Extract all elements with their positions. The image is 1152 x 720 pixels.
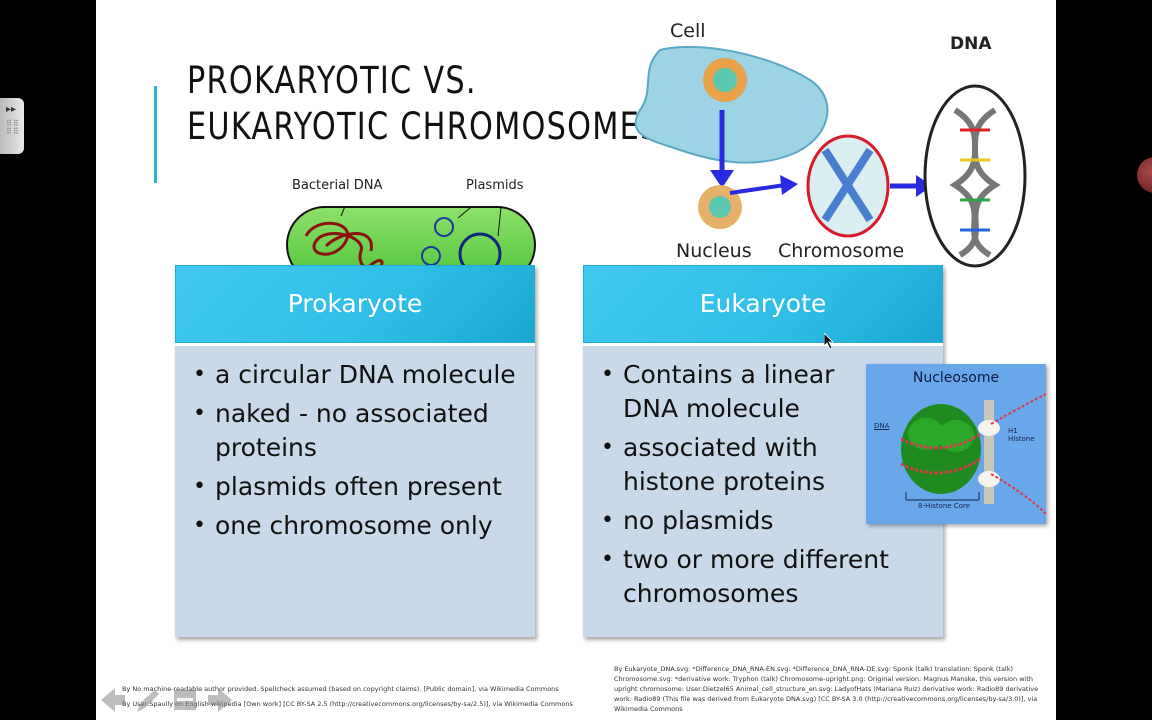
grid-icon: ⠿⠿⠿⠿ [6,119,20,136]
dna-label: DNA [950,34,992,54]
list-item: naked - no associated proteins [191,397,525,465]
title-line-2: EUKARYOTIC CHROMOSOMES [187,105,661,148]
fast-forward-icon: ▸▸ [6,104,17,115]
nucleosome-image: Nucleosome DNA H1 Histone 8-Histone Core [866,364,1046,524]
list-item: a circular DNA molecule [191,358,525,392]
pen-tool-button[interactable] [135,688,161,714]
list-item: plasmids often present [191,470,525,504]
side-panel-handle[interactable]: ▸▸ ⠿⠿⠿⠿ [0,98,24,154]
chromosome-label: Chromosome [778,240,905,262]
nucleus-label: Nucleus [676,240,752,262]
slide: PROKARYOTIC VS. EUKARYOTIC CHROMOSOMES B… [96,0,1056,720]
histone-core-label: 8-Histone Core [918,502,971,510]
nucleosome-illustration [900,393,1046,515]
prokaryote-heading: Prokaryote [175,265,535,343]
cell-label: Cell [670,20,706,42]
list-item: Contains a linear DNA molecule [599,358,849,426]
citation-right: By Eukaryote_DNA.svg: *Difference_DNA_RN… [614,665,1039,713]
citation-left-1: By No machine-readable author provided. … [122,685,559,693]
bacterial-dna-label: Bacterial DNA [292,178,383,193]
nucleosome-title: Nucleosome [912,370,1000,386]
slide-menu-button[interactable] [174,690,196,710]
nucleosome-dna-label: DNA [874,422,890,430]
prokaryote-body: a circular DNA molecule naked - no assoc… [175,343,535,637]
bacterium-diagram [286,206,536,284]
mouse-cursor-icon [824,333,834,349]
eukaryote-bullets: Contains a linear DNA molecule associate… [599,358,889,611]
cell-hierarchy-diagram [634,45,1027,268]
h1-histone-label: H1 Histone [1008,427,1035,443]
citation-left-2: By User:Spaully on English wikipedia [Ow… [122,700,573,708]
laser-pointer-icon[interactable] [1137,157,1152,193]
next-slide-button[interactable] [208,688,232,712]
list-item: no plasmids [599,504,849,538]
prev-slide-button[interactable] [101,688,125,712]
plasmids-label: Plasmids [466,178,524,193]
prokaryote-bullets: a circular DNA molecule naked - no assoc… [191,358,525,543]
eukaryote-heading: Eukaryote [583,265,943,343]
title-line-1: PROKARYOTIC VS. [187,59,477,102]
list-item: associated with histone proteins [599,431,849,499]
list-item: two or more different chromosomes [599,543,943,611]
slide-title: PROKARYOTIC VS. EUKARYOTIC CHROMOSOMES [187,58,661,150]
list-item: one chromosome only [191,509,525,543]
title-accent-bar [154,86,157,183]
prokaryote-box: Prokaryote a circular DNA molecule naked… [175,265,535,637]
